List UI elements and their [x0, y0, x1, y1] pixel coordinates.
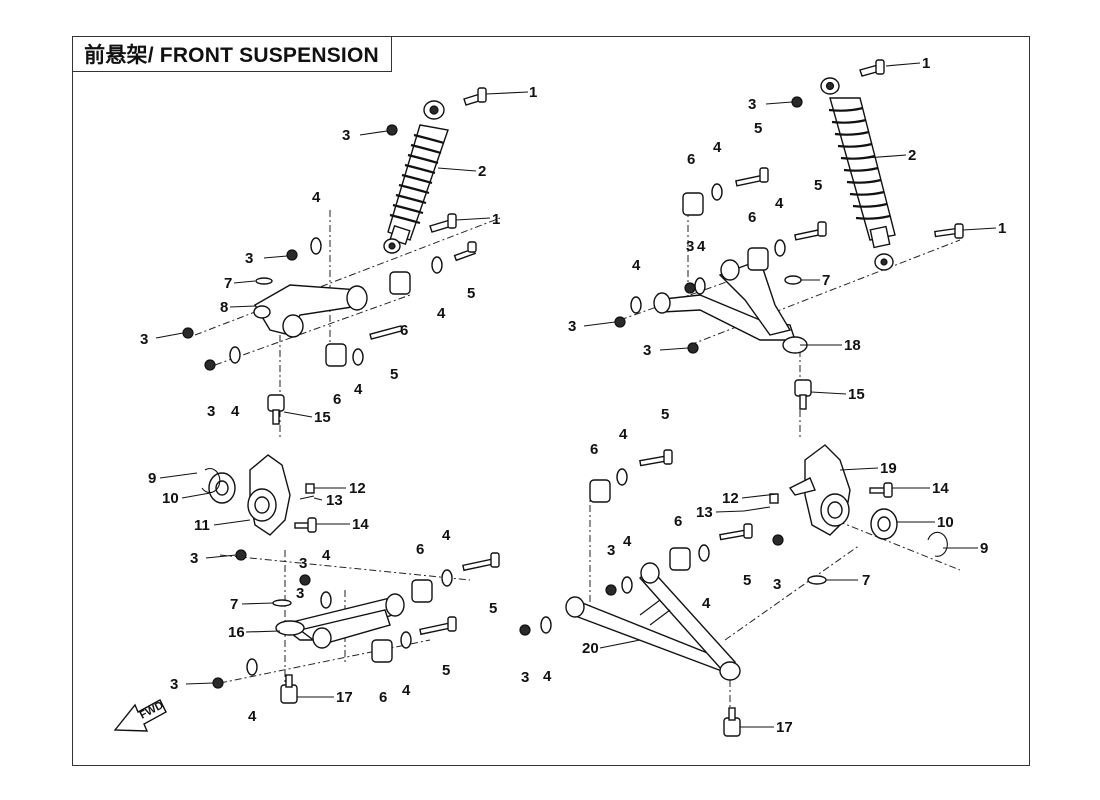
callout-4: 4 — [322, 547, 331, 564]
callout-12-left: 12 — [349, 480, 366, 497]
bolts — [294, 59, 964, 636]
callout-16: 16 — [228, 624, 245, 641]
callout-2-right: 2 — [908, 147, 916, 164]
callout-4: 4 — [437, 305, 446, 322]
callout-7: 7 — [822, 272, 830, 289]
callout-7: 7 — [230, 596, 238, 613]
shock-absorber-left — [383, 100, 449, 254]
callout-7: 7 — [862, 572, 870, 589]
upper-a-arm-right — [653, 259, 808, 354]
diagram-frame — [72, 36, 1030, 766]
upper-a-arm-left — [253, 284, 368, 338]
ball-joints — [267, 379, 812, 737]
callout-1-right-bottom: 1 — [998, 220, 1006, 237]
callout-3: 3 — [607, 542, 615, 559]
callout-4: 4 — [619, 426, 628, 443]
fwd-arrow: FWD — [113, 699, 167, 732]
callout-5: 5 — [467, 285, 475, 302]
callout-20: 20 — [582, 640, 599, 657]
callout-6: 6 — [748, 209, 756, 226]
callout-3: 3 — [170, 676, 178, 693]
callout-3: 3 — [342, 127, 350, 144]
callout-4: 4 — [442, 527, 451, 544]
callout-3: 3 — [190, 550, 198, 567]
callout-5: 5 — [814, 177, 822, 194]
callout-10-right: 10 — [937, 514, 954, 531]
callout-9-left: 9 — [148, 470, 156, 487]
steering-knuckle-left — [208, 454, 291, 536]
callout-15-left: 15 — [314, 409, 331, 426]
callout-13-left: 13 — [326, 492, 343, 509]
callout-5: 5 — [442, 662, 450, 679]
callout-3: 3 — [207, 403, 215, 420]
callout-8: 8 — [220, 299, 228, 316]
washers — [229, 183, 786, 676]
callout-6: 6 — [379, 689, 387, 706]
callout-4: 4 — [702, 595, 711, 612]
callout-15-right: 15 — [848, 386, 865, 403]
callout-6: 6 — [416, 541, 424, 558]
callout-18: 18 — [844, 337, 861, 354]
shock-absorber-right — [820, 77, 896, 271]
callout-19: 19 — [880, 460, 897, 477]
callout-1-right-top: 1 — [922, 55, 930, 72]
callout-17-right: 17 — [776, 719, 793, 736]
callout-3: 3 — [686, 238, 694, 255]
callout-12-right: 12 — [722, 490, 739, 507]
callout-14-left: 14 — [352, 516, 369, 533]
callout-5: 5 — [661, 406, 669, 423]
lower-a-arm-left — [275, 593, 405, 649]
callout-3: 3 — [299, 555, 307, 572]
callout-7: 7 — [224, 275, 232, 292]
callout-3: 3 — [140, 331, 148, 348]
callout-3: 3 — [245, 250, 253, 267]
callout-1-left-top: 1 — [529, 84, 537, 101]
callout-9-right: 9 — [980, 540, 988, 557]
callout-4: 4 — [402, 682, 411, 699]
callout-6: 6 — [687, 151, 695, 168]
callout-3: 3 — [296, 585, 304, 602]
callout-5: 5 — [743, 572, 751, 589]
callout-4: 4 — [775, 195, 784, 212]
callout-4: 4 — [312, 189, 321, 206]
callout-11: 11 — [194, 517, 210, 534]
callout-5: 5 — [390, 366, 398, 383]
callout-3: 3 — [643, 342, 651, 359]
callout-4: 4 — [697, 238, 706, 255]
callout-4: 4 — [248, 708, 257, 725]
callout-2-left: 2 — [478, 163, 486, 180]
callout-5: 5 — [489, 600, 497, 617]
callout-10-left: 10 — [162, 490, 179, 507]
leader-lines — [155, 62, 997, 728]
callout-13-right: 13 — [696, 504, 713, 521]
callout-4: 4 — [543, 668, 552, 685]
callout-4: 4 — [632, 257, 641, 274]
callout-4: 4 — [713, 139, 722, 156]
callout-6: 6 — [400, 322, 408, 339]
steering-knuckle-right — [788, 444, 898, 540]
callout-17-left: 17 — [336, 689, 353, 706]
callout-6: 6 — [590, 441, 598, 458]
callout-6: 6 — [333, 391, 341, 408]
callout-3: 3 — [773, 576, 781, 593]
callout-4: 4 — [623, 533, 632, 550]
callout-14-right: 14 — [932, 480, 949, 497]
callout-3: 3 — [748, 96, 756, 113]
nuts — [182, 96, 803, 689]
callout-6: 6 — [674, 513, 682, 530]
callout-1-left-bottom: 1 — [492, 211, 500, 228]
callout-numbers: 1 1 1 1 2 2 3 3 3 3 3 3 3 3 3 3 3 3 3 3 … — [140, 55, 1006, 736]
diagram-title: 前悬架/ FRONT SUSPENSION — [72, 36, 392, 72]
callout-3: 3 — [521, 669, 529, 686]
callout-4: 4 — [231, 403, 240, 420]
lower-a-arm-right — [565, 562, 741, 681]
callout-3: 3 — [568, 318, 576, 335]
bushings — [325, 192, 769, 663]
callout-4: 4 — [354, 381, 363, 398]
callout-5: 5 — [754, 120, 762, 137]
